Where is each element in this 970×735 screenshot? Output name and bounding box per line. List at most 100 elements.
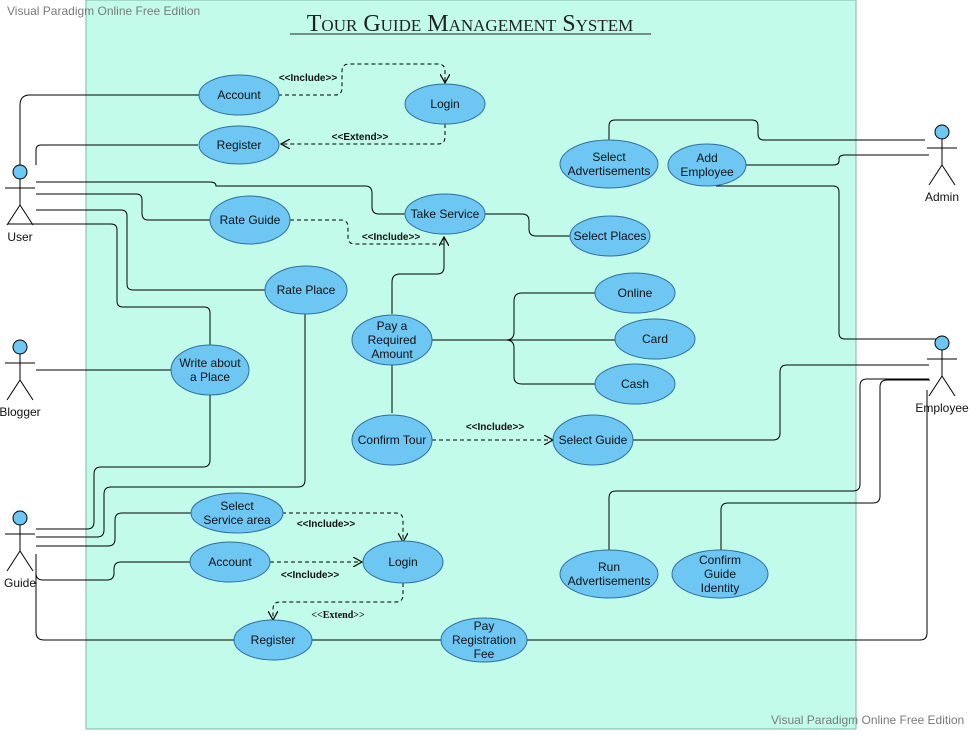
usecase-register-top[interactable]: Register xyxy=(198,125,280,165)
usecase-shape[interactable] xyxy=(671,549,769,599)
usecase-login-top[interactable]: Login xyxy=(404,83,486,125)
usecase-label: Account xyxy=(217,88,261,102)
usecase-shape[interactable] xyxy=(594,272,676,314)
actor-label: Guide xyxy=(4,576,36,590)
usecase-label: Select xyxy=(592,150,626,164)
usecase-shape[interactable] xyxy=(667,143,747,187)
usecase-shape[interactable] xyxy=(404,193,486,235)
usecase-label: Register xyxy=(217,138,262,152)
usecase-label: Run xyxy=(598,560,620,574)
actor-head xyxy=(934,124,950,140)
usecase-online[interactable]: Online xyxy=(594,272,676,314)
usecase-label: Guide xyxy=(704,567,736,581)
assoc-guide-writeplace xyxy=(36,395,211,530)
assoc-user-register xyxy=(35,144,198,165)
assoc-pay-takeservice xyxy=(391,237,444,314)
usecase-shape[interactable] xyxy=(351,414,433,466)
usecase-label: Registration xyxy=(452,633,516,647)
usecase-shape[interactable] xyxy=(190,492,284,534)
actor-body xyxy=(5,354,35,401)
assoc-takeservice-selectplaces xyxy=(484,213,570,237)
actor-body xyxy=(5,525,35,572)
usecase-label: Advertisements xyxy=(568,574,651,588)
usecase-shape[interactable] xyxy=(552,414,634,466)
assoc-user-rateguide xyxy=(36,193,211,221)
watermark-top-left: Visual Paradigm Online Free Edition xyxy=(7,4,201,18)
usecase-cash[interactable]: Cash xyxy=(594,363,676,405)
usecase-shape[interactable] xyxy=(569,215,651,257)
usecase-shape[interactable] xyxy=(189,541,271,583)
relation-labels: <<Include>> <<Extend>> <<Include>> <<Inc… xyxy=(279,73,525,621)
usecase-shape[interactable] xyxy=(209,195,291,245)
assoc-admin-addemployee xyxy=(746,154,929,166)
usecase-shape[interactable] xyxy=(170,344,250,396)
usecase-shape[interactable] xyxy=(404,83,486,125)
actor-employee[interactable]: Employee xyxy=(915,335,969,415)
assoc-pay-cash xyxy=(505,339,596,385)
usecase-rate-place[interactable]: Rate Place xyxy=(264,265,348,315)
usecase-shape[interactable] xyxy=(198,74,280,116)
usecase-shape[interactable] xyxy=(559,549,659,599)
usecase-label: Select Places xyxy=(574,229,647,243)
actor-guide[interactable]: Guide xyxy=(4,510,36,590)
usecase-rate-guide[interactable]: Rate Guide xyxy=(209,195,291,245)
usecase-shape[interactable] xyxy=(440,617,528,663)
usecase-account-bottom[interactable]: Account xyxy=(189,541,271,583)
usecase-shape[interactable] xyxy=(614,318,696,360)
usecase-confirm-tour[interactable]: Confirm Tour xyxy=(351,414,433,466)
usecase-label: Select xyxy=(220,499,254,513)
usecase-shape[interactable] xyxy=(362,540,444,584)
assoc-guide-account xyxy=(35,554,191,581)
usecase-shape[interactable] xyxy=(233,619,313,661)
label-extend-login-register: <<Extend>> xyxy=(332,132,389,143)
actor-body xyxy=(927,350,957,397)
usecase-shape[interactable] xyxy=(264,265,348,315)
usecase-take-service[interactable]: Take Service xyxy=(404,193,486,235)
usecase-label: Amount xyxy=(371,347,413,361)
usecase-label: a Place xyxy=(190,370,230,384)
usecase-label: Required xyxy=(368,333,417,347)
actor-label: Blogger xyxy=(0,405,41,419)
usecase-shape[interactable] xyxy=(594,363,676,405)
usecase-register-bottom[interactable]: Register xyxy=(233,619,313,661)
actor-user[interactable]: User xyxy=(5,164,35,244)
usecase-label: Login xyxy=(388,555,417,569)
usecase-shape[interactable] xyxy=(559,139,659,189)
usecase-label: Fee xyxy=(474,647,495,661)
usecase-label: Pay a xyxy=(377,319,408,333)
actor-blogger[interactable]: Blogger xyxy=(0,339,41,419)
usecase-label: Confirm Tour xyxy=(358,433,426,447)
usecase-shape[interactable] xyxy=(198,125,280,165)
usecase-card[interactable]: Card xyxy=(614,318,696,360)
assoc-admin-selectads xyxy=(608,119,925,141)
label-include-confirmtour: <<Include>> xyxy=(466,422,525,433)
usecase-account-top[interactable]: Account xyxy=(198,74,280,116)
assoc-addemployee-employee xyxy=(716,185,940,340)
actor-head xyxy=(12,164,28,180)
assoc-runads-employee xyxy=(608,378,929,550)
usecase-label: Rate Place xyxy=(277,283,336,297)
extend-login-register xyxy=(281,124,446,144)
usecase-label: Confirm xyxy=(699,553,741,567)
usecase-login-bottom[interactable]: Login xyxy=(362,540,444,584)
assoc-guide-servicearea xyxy=(36,512,191,547)
usecase-select-places[interactable]: Select Places xyxy=(569,215,651,257)
usecase-shape[interactable] xyxy=(351,314,433,366)
dependency-lines xyxy=(270,63,553,620)
usecase-label: Service area xyxy=(203,513,271,527)
usecase-select-guide[interactable]: Select Guide xyxy=(552,414,634,466)
label-include-rateguide: <<Include>> xyxy=(362,232,421,243)
include-servicearea-login xyxy=(282,512,403,542)
actor-admin[interactable]: Admin xyxy=(925,124,959,204)
usecase-label: Take Service xyxy=(411,207,480,221)
